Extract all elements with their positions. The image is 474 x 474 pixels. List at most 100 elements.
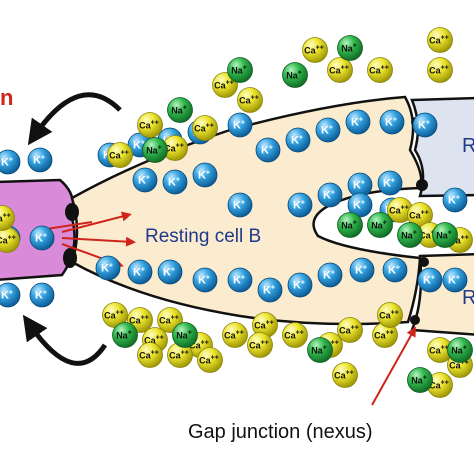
svg-text:Na+: Na+ xyxy=(116,330,132,341)
ions-layer: K+K+K+K+K+K+K+K+K+K+K+K+K+K+K+K+K+K+K+K+… xyxy=(0,27,473,398)
potassium-ion: K+ xyxy=(442,267,468,293)
calcium-ion: Ca++ xyxy=(282,322,308,348)
potassium-ion: K+ xyxy=(29,282,55,308)
svg-text:Ca++: Ca++ xyxy=(214,80,234,91)
svg-text:Ca++: Ca++ xyxy=(339,325,359,336)
potassium-ion: K+ xyxy=(127,259,153,285)
potassium-ion: K+ xyxy=(345,109,371,135)
svg-text:Ca++: Ca++ xyxy=(429,65,449,76)
svg-text:Ca++: Ca++ xyxy=(449,235,469,246)
potassium-ion: K+ xyxy=(377,170,403,196)
svg-text:Na+: Na+ xyxy=(411,375,427,386)
right-top-label: R xyxy=(462,135,474,157)
svg-text:Ca++: Ca++ xyxy=(329,65,349,76)
svg-text:Na+: Na+ xyxy=(451,345,467,356)
potassium-ion: K+ xyxy=(347,172,373,198)
sodium-ion: Na+ xyxy=(172,322,198,348)
svg-text:Na+: Na+ xyxy=(311,345,327,356)
sodium-ion: Na+ xyxy=(447,337,473,363)
svg-text:Ca++: Ca++ xyxy=(389,205,409,216)
gap-junction-right-2 xyxy=(416,179,428,191)
potassium-ion: K+ xyxy=(287,272,313,298)
potassium-ion: K+ xyxy=(0,149,21,175)
potassium-ion: K+ xyxy=(349,257,375,283)
potassium-ion: K+ xyxy=(95,255,121,281)
svg-text:Ca++: Ca++ xyxy=(449,360,469,371)
svg-text:Ca++: Ca++ xyxy=(304,45,324,56)
svg-text:Ca++: Ca++ xyxy=(224,330,244,341)
gap-junction-a-bottom xyxy=(63,248,77,268)
svg-text:Ca++: Ca++ xyxy=(249,340,269,351)
svg-text:Na+: Na+ xyxy=(176,330,192,341)
svg-text:Na+: Na+ xyxy=(401,230,417,241)
calcium-ion: Ca++ xyxy=(197,347,223,373)
svg-text:Ca++: Ca++ xyxy=(429,380,449,391)
potassium-ion: K+ xyxy=(412,112,438,138)
calcium-ion: Ca++ xyxy=(332,362,358,388)
svg-text:Na+: Na+ xyxy=(436,230,452,241)
svg-text:Ca++: Ca++ xyxy=(0,235,16,246)
potassium-ion: K+ xyxy=(379,109,405,135)
calcium-ion: Ca++ xyxy=(337,317,363,343)
potassium-ion: K+ xyxy=(255,137,281,163)
svg-text:Ca++: Ca++ xyxy=(374,330,394,341)
svg-text:Na+: Na+ xyxy=(231,65,247,76)
potassium-ion: K+ xyxy=(442,187,468,213)
potassium-ion: K+ xyxy=(162,169,188,195)
svg-text:Ca++: Ca++ xyxy=(159,315,179,326)
svg-text:Ca++: Ca++ xyxy=(0,213,11,224)
calcium-ion: Ca++ xyxy=(407,202,433,228)
potassium-ion: K+ xyxy=(0,282,21,308)
sodium-ion: Na+ xyxy=(337,212,363,238)
potassium-ion: K+ xyxy=(132,167,158,193)
sodium-ion: Na+ xyxy=(282,62,308,88)
svg-text:Na+: Na+ xyxy=(286,70,302,81)
calcium-ion: Ca++ xyxy=(247,332,273,358)
current-arrow-2 xyxy=(61,236,136,247)
calcium-ion: Ca++ xyxy=(327,57,353,83)
curved-arrow-bottom xyxy=(22,314,108,366)
svg-text:Ca++: Ca++ xyxy=(109,150,129,161)
potassium-ion: K+ xyxy=(317,182,343,208)
calcium-ion: Ca++ xyxy=(137,112,163,138)
potassium-ion: K+ xyxy=(29,225,55,251)
potassium-ion: K+ xyxy=(192,267,218,293)
svg-text:Na+: Na+ xyxy=(341,220,357,231)
svg-text:Ca++: Ca++ xyxy=(369,65,389,76)
calcium-ion: Ca++ xyxy=(252,312,278,338)
sodium-ion: Na+ xyxy=(167,97,193,123)
calcium-ion: Ca++ xyxy=(222,322,248,348)
calcium-ion: Ca++ xyxy=(387,197,413,223)
right-bottom-label: R xyxy=(462,287,474,309)
svg-text:Ca++: Ca++ xyxy=(239,95,259,106)
potassium-ion: K+ xyxy=(257,277,283,303)
svg-text:Ca++: Ca++ xyxy=(189,340,209,351)
sodium-ion: Na+ xyxy=(337,35,363,61)
svg-text:Na+: Na+ xyxy=(171,105,187,116)
svg-text:Ca++: Ca++ xyxy=(334,370,354,381)
left-edge-label: n xyxy=(0,85,13,110)
potassium-ion: K+ xyxy=(285,127,311,153)
gap-junction-a-top xyxy=(65,203,79,221)
gap-junction-pointer xyxy=(371,326,416,406)
sodium-ion: Na+ xyxy=(142,137,168,163)
sodium-ion: Na+ xyxy=(307,337,333,363)
svg-text:Ca++: Ca++ xyxy=(144,335,164,346)
sodium-ion: Na+ xyxy=(397,222,423,248)
calcium-ion: Ca++ xyxy=(367,57,393,83)
calcium-ion: Ca++ xyxy=(427,337,453,363)
potassium-ion: K+ xyxy=(317,262,343,288)
svg-text:Ca++: Ca++ xyxy=(129,315,149,326)
svg-text:Ca++: Ca++ xyxy=(409,210,429,221)
potassium-ion: K+ xyxy=(347,192,373,218)
calcium-ion: Ca++ xyxy=(137,342,163,368)
svg-text:Na+: Na+ xyxy=(341,43,357,54)
sodium-ion: Na+ xyxy=(112,322,138,348)
calcium-ion: Ca++ xyxy=(302,37,328,63)
svg-text:Ca++: Ca++ xyxy=(104,310,124,321)
svg-text:Ca++: Ca++ xyxy=(254,320,274,331)
svg-text:Ca++: Ca++ xyxy=(169,350,189,361)
calcium-ion: Ca++ xyxy=(107,142,133,168)
curved-arrow-top xyxy=(27,92,122,146)
calcium-ion: Ca++ xyxy=(427,372,453,398)
